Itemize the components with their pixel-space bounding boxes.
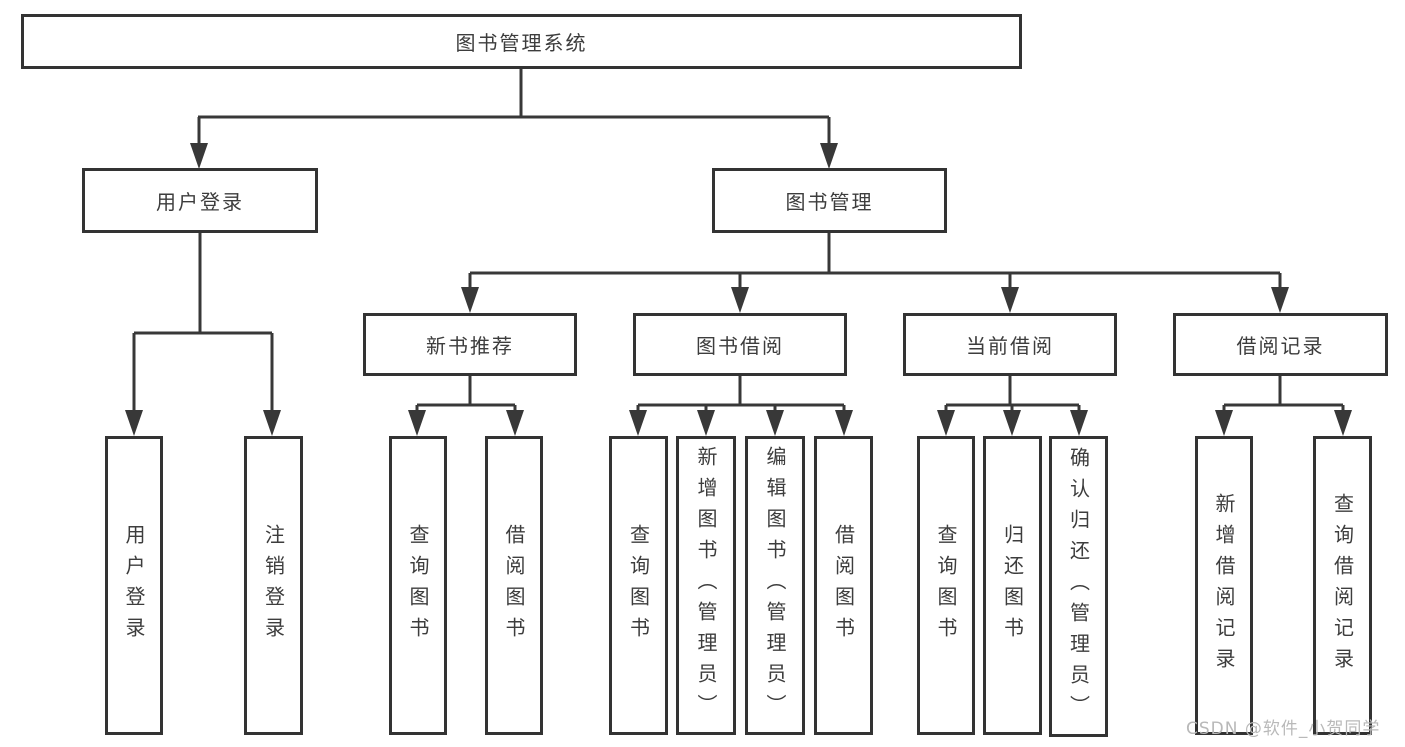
arrowhead [263,410,281,436]
node-book-borrow: 图书借阅 [633,313,847,376]
leaf-label: 查询图书 [934,523,958,648]
arrowhead [937,410,955,436]
leaf-query-book-current: 查询图书 [917,436,975,735]
leaf-label: 用户登录 [122,523,146,648]
arrowhead [1334,410,1352,436]
arrowhead [125,410,143,436]
node-root: 图书管理系统 [21,14,1022,69]
connector-bookmgmt-to-level3 [468,233,1282,289]
leaf-user-login: 用户登录 [105,436,163,735]
leaf-label: 查询图书 [626,523,651,648]
node-borrow-records: 借阅记录 [1173,313,1388,376]
arrowhead [190,143,208,169]
leaf-logout: 注销登录 [244,436,303,735]
leaf-add-borrow-record: 新增借阅记录 [1195,436,1253,735]
connector-userlogin-to-leaves [132,233,274,412]
connector-currentborrow-to-leaves [944,376,1081,412]
node-user-login: 用户登录 [82,168,318,233]
arrowhead [835,410,853,436]
arrowhead [461,287,479,313]
connector-newbook-to-leaves [415,376,517,412]
leaf-borrow-book: 借阅图书 [814,436,873,735]
leaf-query-book-borrow: 查询图书 [609,436,668,735]
arrowhead [629,410,647,436]
arrowhead [697,410,715,436]
arrowhead [1070,410,1088,436]
arrowhead [1003,410,1021,436]
leaf-query-borrow-record: 查询借阅记录 [1313,436,1372,735]
leaf-label: 新增图书（管理员） [694,446,718,725]
connector-root-to-level2 [197,69,831,146]
arrowhead [766,410,784,436]
connector-bookborrow-to-leaves [636,376,846,412]
leaf-label: 注销登录 [261,523,286,648]
arrowheads [125,143,1352,436]
connector-records-to-leaves [1222,376,1345,412]
node-new-book-recommend: 新书推荐 [363,313,577,376]
leaf-label: 查询借阅记录 [1330,492,1355,679]
csdn-watermark: CSDN @软件_小贺同学 [1186,719,1381,739]
leaf-label: 新增借阅记录 [1212,492,1236,679]
arrowhead [408,410,426,436]
arrowhead [1001,287,1019,313]
leaf-label: 编辑图书（管理员） [763,446,787,725]
arrowhead [1271,287,1289,313]
leaf-return-book: 归还图书 [983,436,1042,735]
arrowhead [731,287,749,313]
arrowhead [506,410,524,436]
node-book-management: 图书管理 [712,168,947,233]
leaf-label: 归还图书 [1000,523,1025,648]
node-current-borrow: 当前借阅 [903,313,1117,376]
leaf-label: 借阅图书 [831,523,856,648]
leaf-confirm-return-admin: 确认归还（管理员） [1049,436,1108,737]
leaf-add-book-admin: 新增图书（管理员） [676,436,736,735]
arrowhead [1215,410,1233,436]
leaf-label: 确认归还（管理员） [1066,447,1091,726]
leaf-label: 借阅图书 [502,523,526,648]
leaf-label: 查询图书 [406,523,430,648]
leaf-edit-book-admin: 编辑图书（管理员） [745,436,805,735]
leaf-query-book-recommend: 查询图书 [389,436,447,735]
arrowhead [820,143,838,169]
leaf-borrow-book-recommend: 借阅图书 [485,436,543,735]
